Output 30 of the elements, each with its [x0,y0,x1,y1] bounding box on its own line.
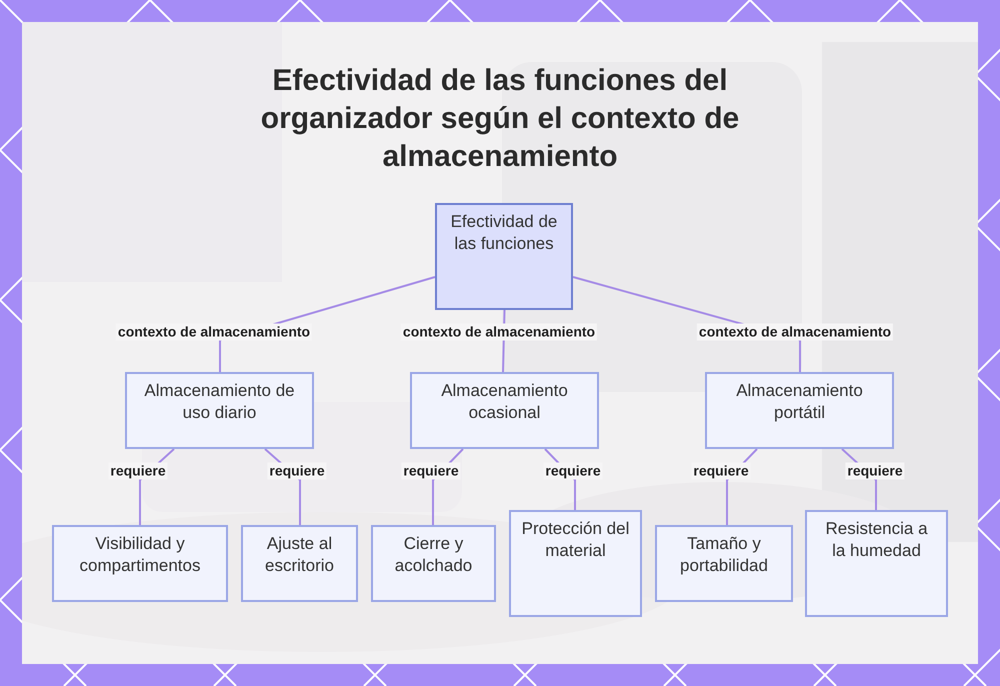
node-text: Resistencia a la humedad [824,518,929,562]
edge-label: requiere [267,462,327,480]
edge-label: requiere [108,462,168,480]
edge-label: contexto de almacenamiento [116,324,312,340]
edge-label: requiere [845,462,905,480]
edge-label: requiere [691,462,751,480]
node-text: Cierre y acolchado [394,533,474,577]
concept-box [435,203,573,310]
node-text: Visibilidad y compartimentos [78,533,202,577]
concept-box [241,525,358,602]
concept-box [509,510,642,617]
concept-box [52,525,228,602]
concept-box [805,510,948,617]
node-text: Tamaño y portabilidad [679,533,769,577]
concept-box [655,525,793,602]
concept-box [371,525,496,602]
node-text: Ajuste al escritorio [264,533,335,577]
edge-label: contexto de almacenamiento [400,324,598,340]
edge-label: contexto de almacenamiento [696,324,894,340]
concept-box [410,372,599,449]
concept-box [125,372,314,449]
title: Efectividad de las funciones del organizador según el contexto de almacenamiento [260,63,740,175]
node-text: Almacenamiento ocasional [440,380,569,424]
node-text: Almacenamiento de uso diario [143,380,296,424]
node-text: Almacenamiento portátil [735,380,864,424]
node-text: Efectividad de las funciones [450,211,558,255]
concept-box [705,372,894,449]
node-text: Protección del material [521,518,630,562]
edge-label: requiere [401,462,461,480]
edge-label: requiere [543,462,603,480]
